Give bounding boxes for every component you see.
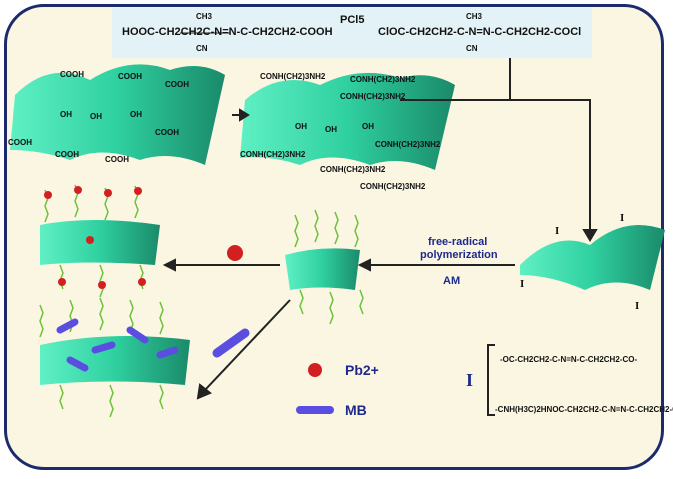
initiator-legend-label: I bbox=[466, 370, 474, 390]
methyl-label: CH3 bbox=[466, 12, 483, 21]
amine-label: CONH(CH2)3NH2 bbox=[260, 72, 326, 81]
cooh-label: COOH bbox=[55, 150, 79, 159]
cyano-label: CN bbox=[196, 44, 208, 53]
amine-label: CONH(CH2)3NH2 bbox=[320, 165, 386, 174]
polymerization-label: free-radical bbox=[428, 236, 488, 248]
amine-label: CONH(CH2)3NH2 bbox=[350, 75, 416, 84]
polymerization-label: polymerization bbox=[420, 249, 498, 261]
amine-label: CONH(CH2)3NH2 bbox=[340, 92, 406, 101]
pb-legend-label: Pb2+ bbox=[345, 362, 379, 378]
reagent-label: PCl5 bbox=[340, 14, 365, 26]
polymer-graphene-sheet bbox=[285, 248, 360, 290]
pb-adsorbed-sheet bbox=[40, 220, 160, 265]
cooh-label: COOH bbox=[118, 72, 142, 81]
oh-label: OH bbox=[295, 122, 307, 131]
amine-label: CONH(CH2)3NH2 bbox=[375, 140, 441, 149]
mb-legend-icon bbox=[212, 328, 250, 358]
pb-legend-icon bbox=[227, 245, 243, 261]
initiator-graphene-sheet bbox=[520, 225, 665, 290]
initiator-structure-1: -OC-CH2CH2-C-N=N-C-CH2CH2-CO- bbox=[500, 355, 638, 364]
oh-label: OH bbox=[90, 112, 102, 121]
pb-ions bbox=[44, 186, 322, 377]
initiator-marker: I bbox=[520, 278, 525, 290]
cooh-label: COOH bbox=[155, 128, 179, 137]
mb-legend-label: MB bbox=[345, 402, 367, 418]
initiator-marker: I bbox=[635, 300, 640, 312]
oh-label: OH bbox=[60, 110, 72, 119]
polymer-chains bbox=[39, 184, 364, 418]
oh-label: OH bbox=[362, 122, 374, 131]
amine-label: CONH(CH2)3NH2 bbox=[360, 182, 426, 191]
mb-adsorbed-sheet bbox=[40, 336, 190, 385]
amine-graphene-sheet bbox=[240, 72, 455, 170]
oh-label: OH bbox=[130, 110, 142, 119]
cooh-label: COOH bbox=[8, 138, 32, 147]
methyl-label: CH3 bbox=[196, 12, 213, 21]
cyano-label: CN bbox=[466, 44, 478, 53]
cooh-label: COOH bbox=[60, 70, 84, 79]
product-formula: ClOC-CH2CH2-C-N=N-C-CH2CH2-COCl bbox=[378, 26, 582, 38]
reactant-formula: HOOC-CH2CH2C-N=N-C-CH2CH2-COOH bbox=[122, 26, 333, 38]
oh-label: OH bbox=[325, 125, 337, 134]
amine-label: CONH(CH2)3NH2 bbox=[240, 150, 306, 159]
cooh-label: COOH bbox=[165, 80, 189, 89]
initiator-structure-2: -CNH(H3C)2HNOC-CH2CH2-C-N=N-C-CH2CH2-CO- bbox=[495, 405, 673, 414]
initiator-marker: I bbox=[620, 212, 625, 224]
cooh-label: COOH bbox=[105, 155, 129, 164]
mb-molecules bbox=[56, 318, 334, 414]
monomer-label: AM bbox=[443, 275, 461, 287]
graphene-oxide-sheet bbox=[10, 64, 225, 165]
initiator-marker: I bbox=[555, 225, 560, 237]
